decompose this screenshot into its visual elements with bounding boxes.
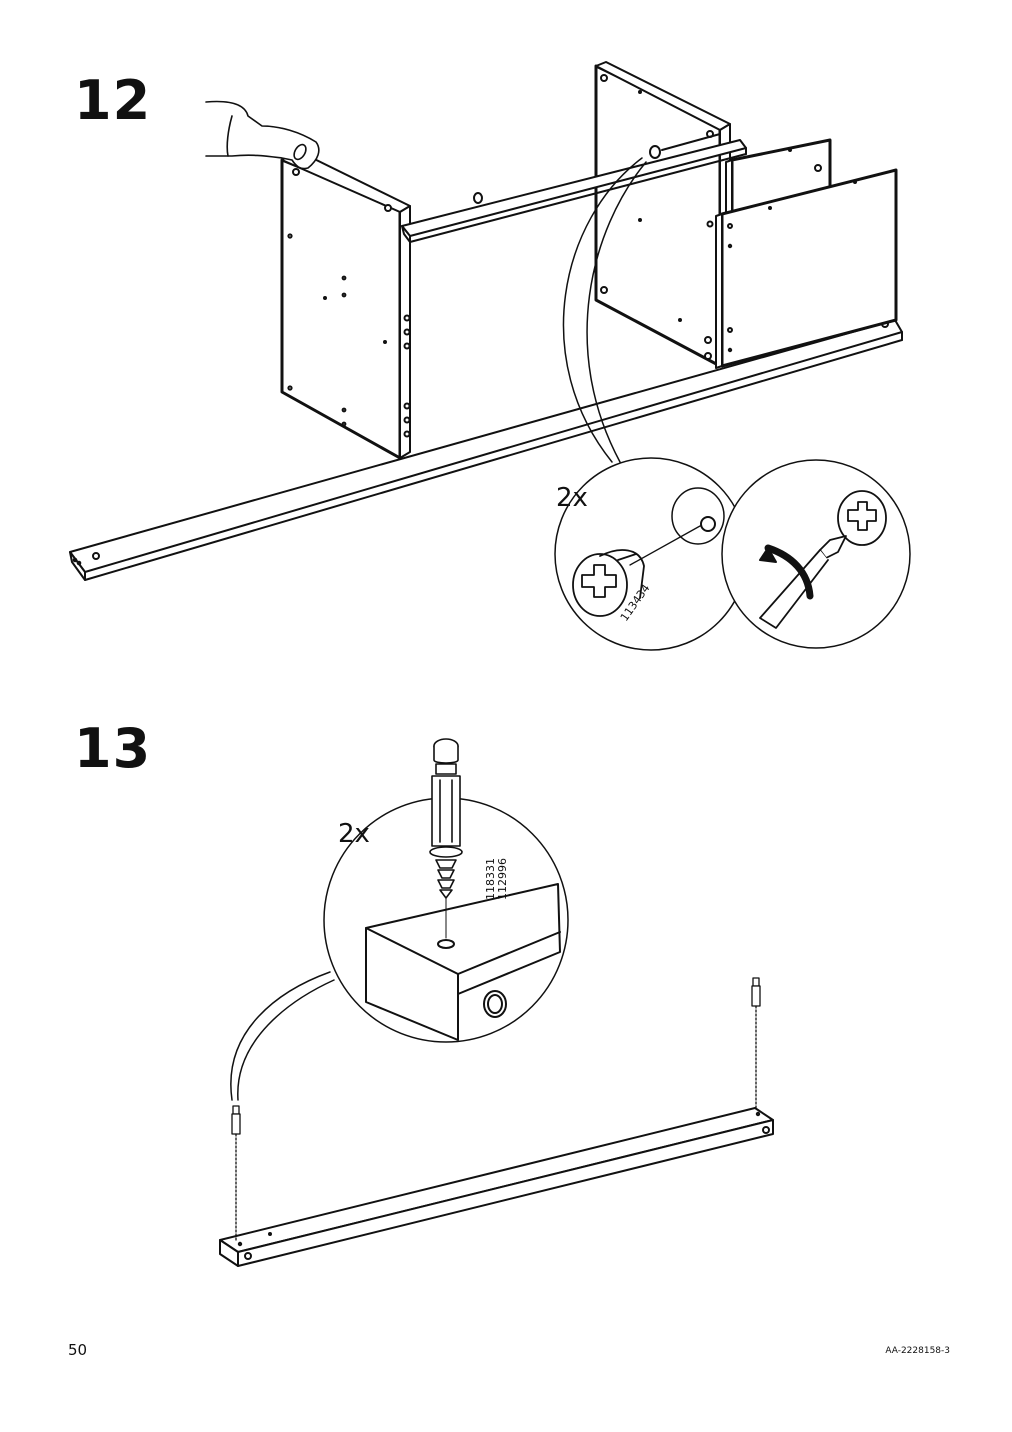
step-13-rail	[219, 1107, 774, 1267]
part-number-118331: 118331	[484, 858, 497, 900]
step-12-number: 12	[74, 69, 152, 132]
dowel-icon	[429, 738, 463, 899]
top-rail	[401, 133, 747, 243]
middle-panel	[594, 61, 731, 368]
right-front-panel	[715, 168, 898, 369]
step-13-quantity: 2x	[338, 819, 370, 849]
hand-icon	[205, 100, 320, 170]
part-number-112996: 112996	[496, 858, 509, 900]
step-12-callout-curve	[562, 157, 643, 463]
step-12-quantity: 2x	[556, 483, 588, 513]
dowel-icon	[751, 977, 761, 1111]
step-13-illustration: 118331 112996 2x	[219, 738, 774, 1267]
bottom-rail	[69, 319, 903, 581]
step-13-callout-curve	[230, 971, 331, 1101]
cam-lock-icon	[837, 490, 887, 546]
dowel-icon	[231, 1105, 241, 1241]
document-code: AA-2228158-3	[885, 1346, 950, 1356]
rotation-arrow-icon	[764, 544, 814, 600]
screwdriver-icon	[759, 535, 847, 629]
step-12-illustration: 113434 2x	[69, 61, 911, 651]
step-13-number: 13	[74, 717, 152, 780]
page-number: 50	[68, 1341, 88, 1359]
screwdriver-detail-circle	[721, 459, 911, 649]
cam-lock-icon	[572, 549, 645, 617]
dowel-detail-circle: 118331 112996	[323, 738, 569, 1043]
left-side-panel	[280, 149, 411, 460]
